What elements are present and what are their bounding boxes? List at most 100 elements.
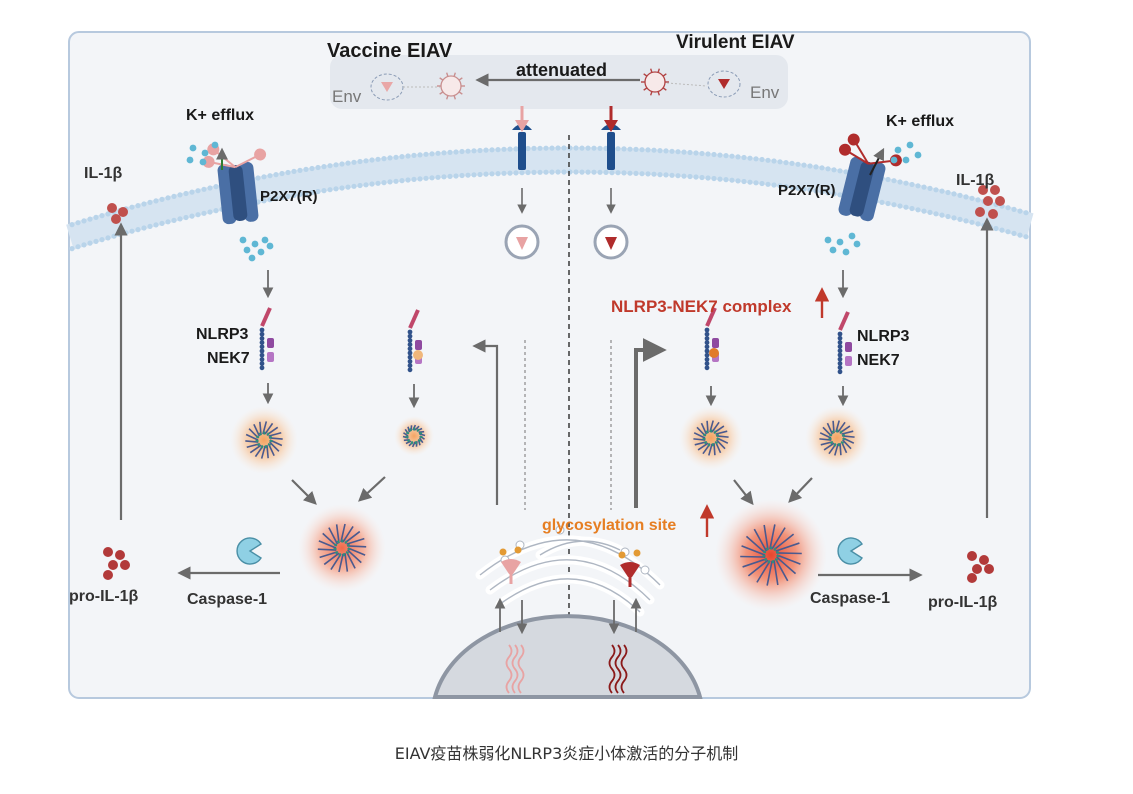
- membrane-lipid: [681, 150, 686, 155]
- k-ion-in: [240, 237, 247, 244]
- membrane-lipid: [339, 161, 344, 166]
- membrane-lipid: [627, 147, 632, 152]
- membrane-lipid: [351, 160, 356, 165]
- membrane-lipid: [975, 197, 980, 202]
- k-ion-in: [843, 249, 850, 256]
- membrane-lipid: [1023, 234, 1028, 239]
- membrane-lipid: [633, 171, 638, 176]
- membrane-lipid: [201, 211, 206, 216]
- nlrp3-left-icon-lrr: [260, 365, 265, 370]
- nlrp3-right-icon-lrr: [838, 357, 843, 362]
- membrane-lipid: [285, 170, 290, 175]
- glycan-dot: [500, 549, 507, 556]
- membrane-lipid: [681, 174, 686, 179]
- k-ion-in: [252, 241, 259, 248]
- membrane-lipid: [639, 171, 644, 176]
- membrane-lipid: [711, 176, 716, 181]
- membrane-lipid: [825, 166, 830, 171]
- membrane-lipid: [423, 152, 428, 157]
- membrane-lipid: [693, 174, 698, 179]
- membrane-lipid: [171, 218, 176, 223]
- inflammasome-center-right-icon-filament: [714, 443, 715, 455]
- membrane-lipid: [159, 221, 164, 226]
- membrane-lipid: [699, 175, 704, 180]
- membrane-lipid: [129, 205, 134, 210]
- membrane-lipid: [465, 173, 470, 178]
- nlrp3-nek7-complex-label: NLRP3-NEK7 complex: [611, 297, 791, 317]
- membrane-lipid: [675, 149, 680, 154]
- membrane-lipid: [783, 160, 788, 165]
- membrane-lipid: [147, 200, 152, 205]
- membrane-lipid: [675, 173, 680, 178]
- nlrp3-left-icon-lrr: [260, 353, 265, 358]
- membrane-lipid: [429, 175, 434, 180]
- membrane-lipid: [747, 156, 752, 161]
- nlrp3-center-left-icon-nek7: [415, 340, 422, 350]
- membrane-lipid: [495, 171, 500, 176]
- membrane-lipid: [171, 194, 176, 199]
- k-ion-out: [202, 150, 209, 157]
- membrane-lipid: [621, 146, 626, 151]
- nlrp3-right-icon-nek7: [845, 342, 852, 352]
- nlrp3-center-left-icon-lrr: [408, 346, 413, 351]
- membrane-lipid: [915, 207, 920, 212]
- membrane-lipid: [531, 170, 536, 175]
- membrane-lipid: [567, 145, 572, 150]
- membrane-lipid: [951, 191, 956, 196]
- membrane-lipid: [981, 223, 986, 228]
- membrane-lipid: [891, 178, 896, 183]
- membrane-lipid: [309, 166, 314, 171]
- membrane-lipid: [75, 220, 80, 225]
- inflammasome-merged-left-icon-filament: [348, 546, 367, 547]
- nlrp3-left-icon-lrr: [260, 357, 265, 362]
- k-ion-out: [891, 157, 898, 164]
- membrane-lipid: [381, 180, 386, 185]
- membrane-lipid: [759, 181, 764, 186]
- membrane-lipid: [759, 157, 764, 162]
- membrane-lipid: [765, 158, 770, 163]
- membrane-lipid: [1023, 210, 1028, 215]
- vesicle: [641, 566, 649, 574]
- membrane-lipid: [963, 218, 968, 223]
- membrane-lipid: [615, 146, 620, 151]
- membrane-lipid: [207, 209, 212, 214]
- membrane-lipid: [951, 215, 956, 220]
- pro-il1b-right-icon: [972, 564, 982, 574]
- membrane-lipid: [1005, 229, 1010, 234]
- membrane-lipid: [945, 214, 950, 219]
- k-ion-in: [244, 247, 251, 254]
- membrane-lipid: [375, 157, 380, 162]
- membrane-lipid: [81, 218, 86, 223]
- k-ion-out: [903, 157, 910, 164]
- membrane-lipid: [897, 203, 902, 208]
- k-efflux-left-label: K+ efflux: [186, 107, 254, 125]
- membrane-lipid: [393, 155, 398, 160]
- membrane-lipid: [651, 148, 656, 153]
- membrane-lipid: [165, 195, 170, 200]
- membrane-lipid: [363, 182, 368, 187]
- membrane-lipid: [771, 158, 776, 163]
- membrane-lipid: [69, 222, 74, 227]
- nlrp3-right-icon-lrr: [838, 344, 843, 349]
- pro-il1b-left-label: pro-IL-1β: [69, 588, 138, 606]
- membrane-lipid: [357, 183, 362, 188]
- membrane-lipid: [405, 153, 410, 158]
- k-ion-out: [907, 142, 914, 149]
- membrane-lipid: [159, 197, 164, 202]
- membrane-lipid: [933, 211, 938, 216]
- nlrp3-left-icon-lrr: [260, 344, 265, 349]
- membrane-lipid: [501, 147, 506, 152]
- il1b-right-icon: [988, 209, 998, 219]
- membrane-lipid: [885, 201, 890, 206]
- membrane-lipid: [633, 147, 638, 152]
- membrane-lipid: [1011, 231, 1016, 236]
- membrane-lipid: [291, 169, 296, 174]
- membrane-lipid: [963, 194, 968, 199]
- membrane-lipid: [705, 151, 710, 156]
- membrane-lipid: [705, 175, 710, 180]
- membrane-lipid: [177, 192, 182, 197]
- glycan-dot: [619, 552, 626, 559]
- nlrp3-center-right-icon-lrr: [705, 357, 710, 362]
- membrane-lipid: [189, 214, 194, 219]
